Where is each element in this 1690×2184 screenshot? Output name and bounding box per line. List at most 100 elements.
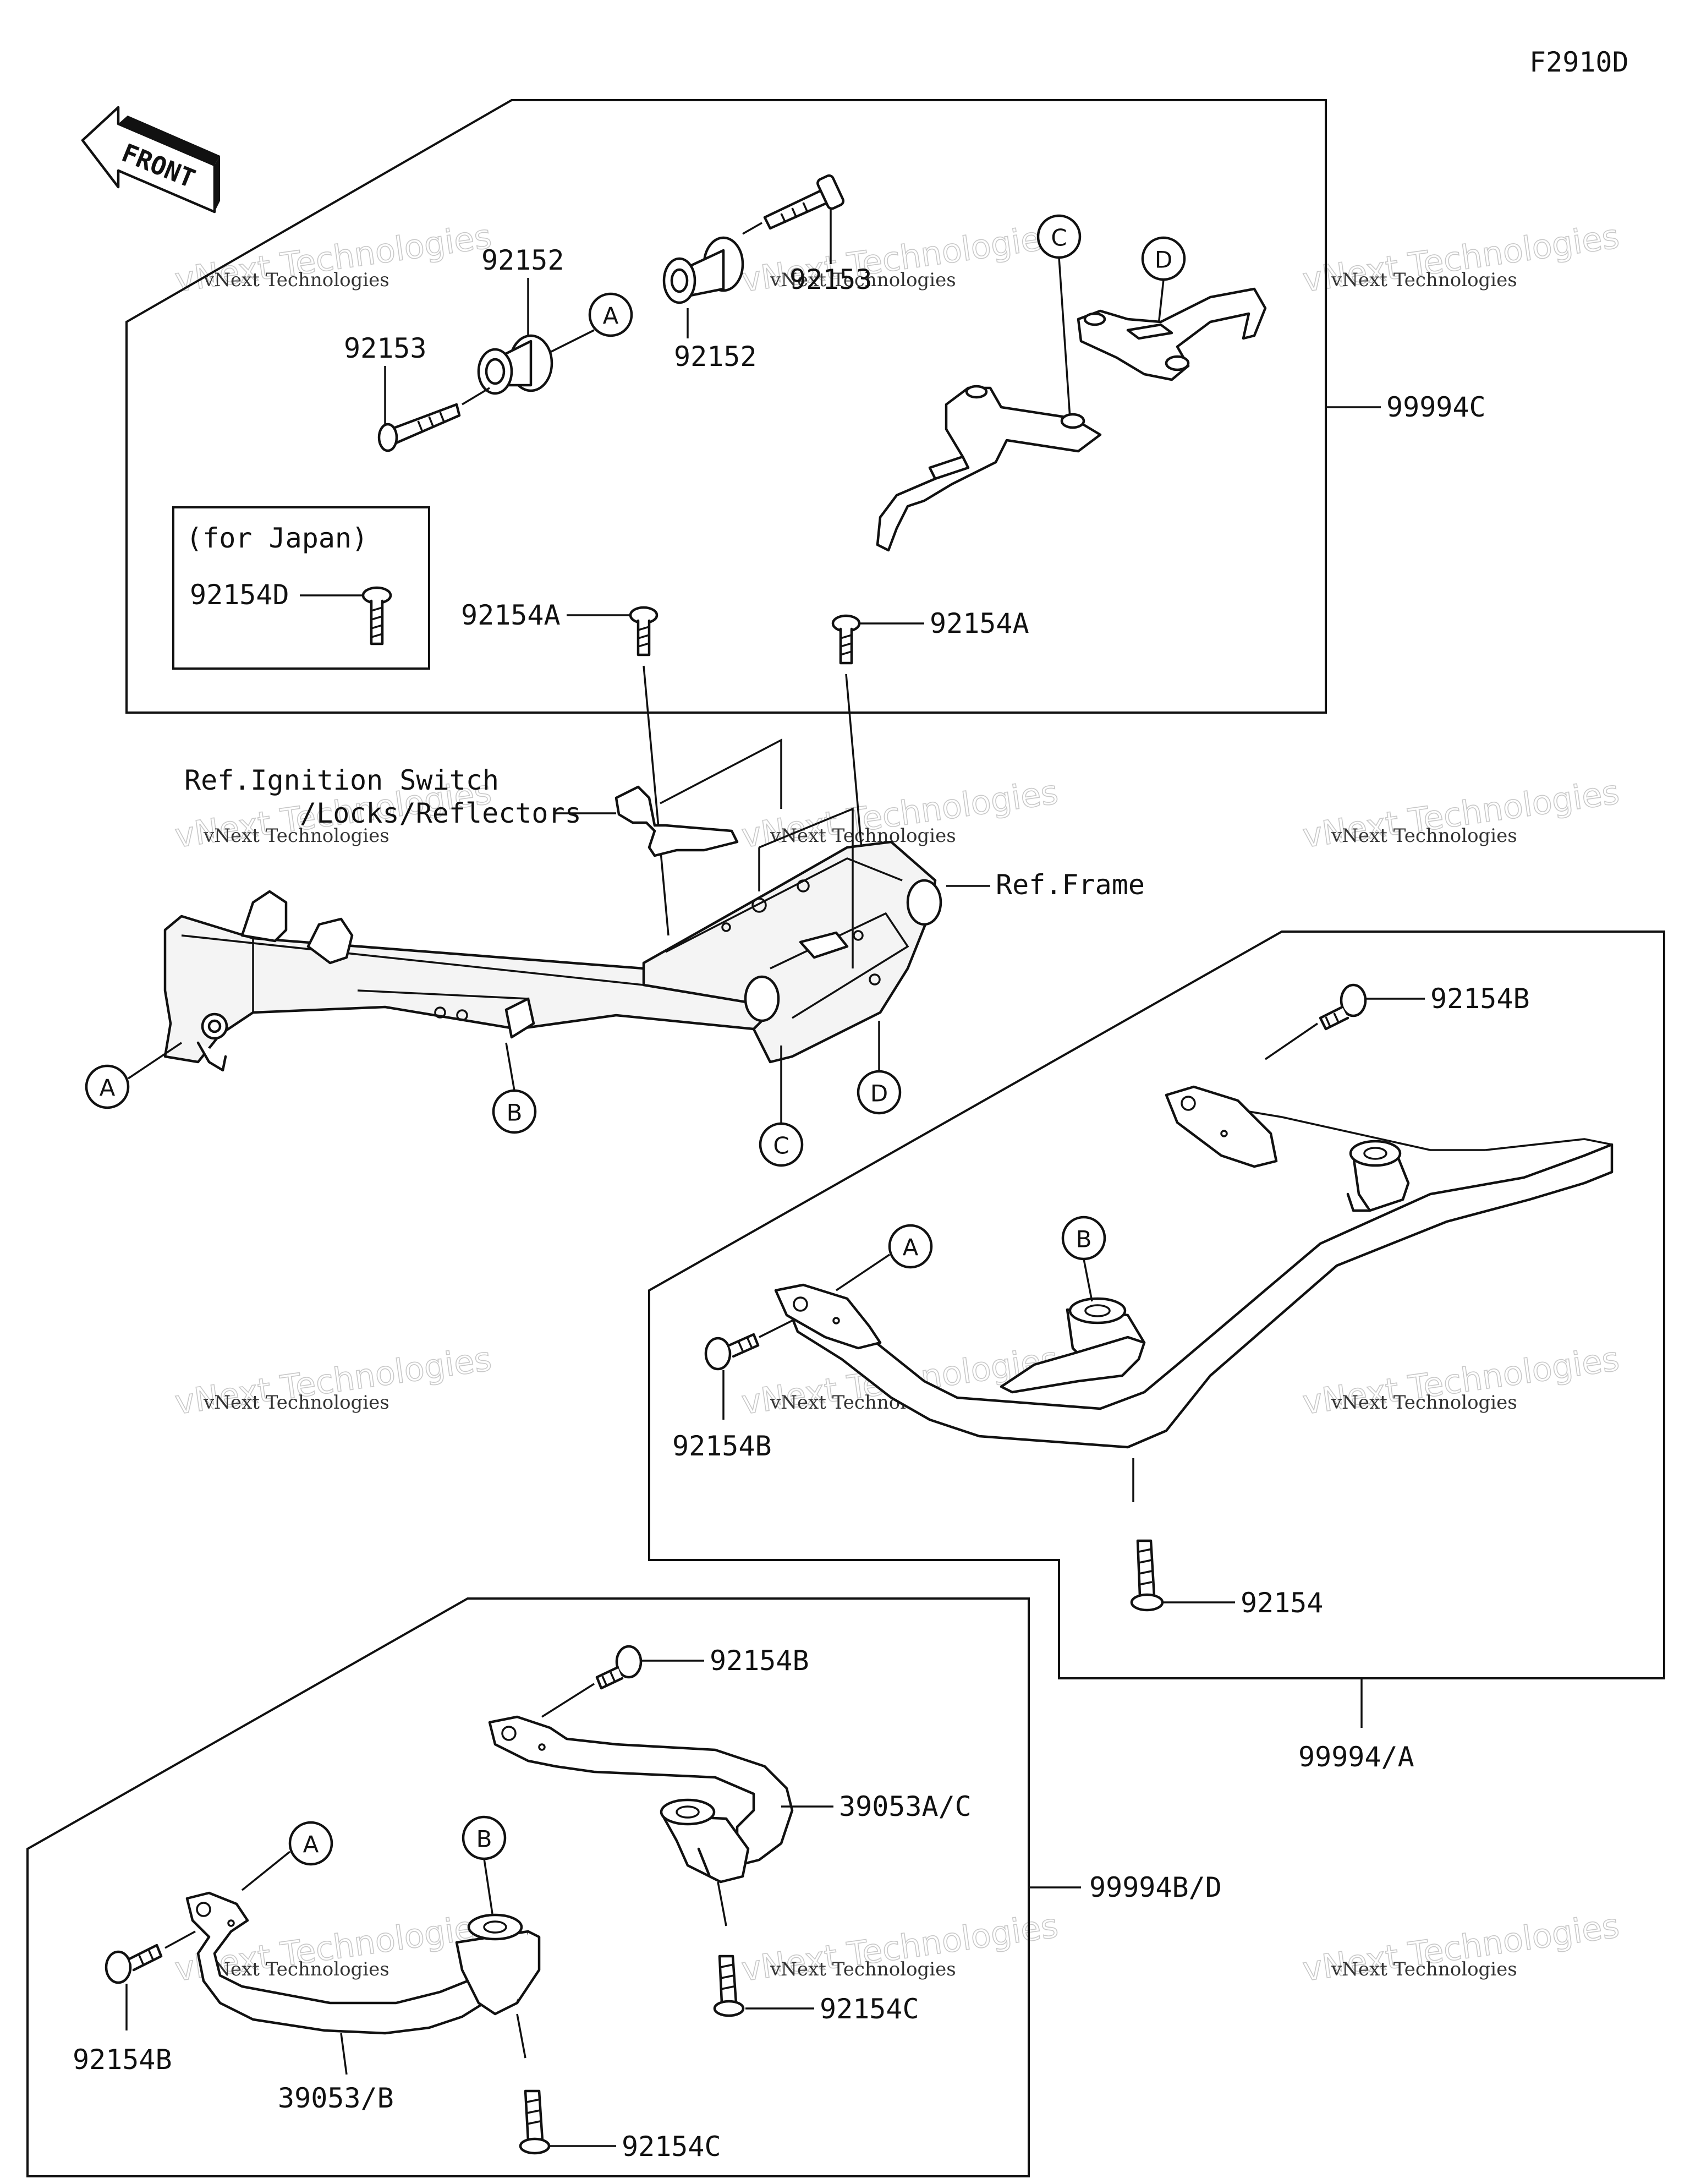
svg-text:vNext Technologies: vNext Technologies [203,825,389,847]
part-label-92152-left: 92152 [481,244,564,276]
bolt-92154-icon [1130,1539,1164,1612]
callout-a-bottom: A [288,1821,333,1866]
svg-text:D: D [870,1080,888,1107]
japan-box-title: (for Japan) [186,522,368,554]
kit-99994c-outline [125,99,1327,714]
callout-b-frame: B [492,1089,537,1134]
bolt-92153-left-icon [377,403,461,452]
watermark: vNext Technologies vNext Technologies [1300,1906,1622,1990]
part-label-92154d: 92154D [190,579,289,611]
screw-92154d-icon [361,586,392,645]
callout-c-top: C [1036,214,1082,259]
callout-d-top: D [1141,236,1186,281]
japan-variant-box [172,506,430,670]
ref-ignition-line2: /Locks/Reflectors [300,797,581,829]
leader-bolt-b-top [1265,1022,1318,1060]
screw-92154a-right-icon [831,614,861,665]
leader-bolt-mid [742,222,762,235]
watermark: vNext Technologies vNext Technologies [172,217,494,300]
svg-text:vNext Technologies: vNext Technologies [203,1958,389,1980]
svg-text:vNext Technologies: vNext Technologies [770,1958,956,1980]
watermark: vNext Technologies vNext Technologies [739,773,1061,856]
watermark: vNext Technologies vNext Technologies [739,217,1061,300]
svg-text:A: A [903,1234,919,1261]
svg-text:C: C [1051,225,1067,251]
part-label-92154b-top: 92154B [1430,983,1530,1015]
callout-c-frame: C [759,1122,804,1167]
guard-bar-39053ac-icon [488,1715,794,1884]
grommet-92152-left-icon [477,334,553,395]
callout-b-mid: B [1061,1216,1106,1261]
leader-39053b [340,2033,348,2075]
svg-text:vNext Technologies: vNext Technologies [770,269,956,291]
part-label-99994a: 99994/A [1298,1741,1414,1773]
bolt-92154b-top-icon [1319,983,1367,1031]
watermark: vNext Technologies vNext Technologies [172,1339,494,1423]
guard-bar-39053b-icon [185,1891,541,2035]
bolt-92153-mid-icon [763,174,845,230]
assembly-line-92154c-bottom [516,2013,526,2059]
sub-frame-icon [163,738,942,1072]
svg-text:vNext Technologies: vNext Technologies [770,825,956,847]
assembly-line-92154a-left [643,665,670,936]
part-label-92154a-left: 92154A [461,599,561,631]
front-arrow-icon: FRONT [81,106,220,214]
svg-text:C: C [773,1132,789,1159]
leader-callout-a-top [550,329,595,353]
leader-callout-a-bottom [241,1851,291,1891]
part-label-92154a-right: 92154A [930,607,1029,639]
leader-callout-b-bottom [483,1858,493,1914]
leader-callout-c-top [1058,257,1071,419]
bolt-92154b-left-icon [704,1333,760,1371]
ref-frame-label: Ref.Frame [996,869,1145,901]
ref-ignition-line1: Ref.Ignition Switch [184,764,499,796]
assembly-line-92154c-right [717,1881,727,1926]
bracket-d-icon [1077,287,1267,381]
leader-callout-b-frame [505,1042,515,1091]
part-label-92154b-bottom-left: 92154B [73,2044,172,2076]
part-label-92154b-bottom: 92154B [710,1645,809,1677]
bolt-92154c-bottom-icon [519,2089,551,2155]
bolt-92154b-bottom-icon [595,1645,643,1690]
part-label-92152-mid: 92152 [674,341,757,373]
watermark: vNext Technologies vNext Technologies [1300,1339,1622,1423]
part-label-92153-left: 92153 [344,332,427,364]
svg-text:A: A [100,1075,116,1102]
leader-bolt-b-left [759,1320,793,1338]
watermark: vNext Technologies vNext Technologies [739,1906,1061,1990]
svg-text:vNext Technologies: vNext Technologies [1331,269,1517,291]
bolt-92154c-right-icon [713,1955,745,2017]
part-label-39053b: 39053/B [278,2082,394,2114]
svg-text:B: B [507,1099,523,1126]
leader-callout-a-mid [836,1254,890,1291]
part-label-39053ac: 39053A/C [839,1791,972,1822]
guard-bar-99994a-icon [774,1085,1614,1449]
part-label-92154c-right: 92154C [820,1993,919,2025]
callout-a-frame: A [85,1064,130,1109]
callout-b-bottom: B [462,1815,507,1860]
svg-text:vNext Technologies: vNext Technologies [1331,825,1517,847]
watermark: vNext Technologies vNext Technologies [1300,773,1622,856]
leader-callout-a-frame [128,1042,182,1080]
part-label-92153-mid: 92153 [789,264,873,295]
leader-bolt-left [462,387,490,406]
svg-text:B: B [1076,1226,1092,1253]
part-label-99994c: 99994C [1386,391,1486,423]
callout-a-top: A [588,292,633,337]
part-label-99994bd: 99994B/D [1089,1871,1222,1903]
svg-text:vNext Technologies: vNext Technologies [1331,1958,1517,1980]
leader-bolt-b-bottom [541,1683,595,1718]
svg-text:B: B [476,1826,492,1853]
callout-a-mid: A [888,1224,933,1269]
callout-d-frame: D [857,1070,902,1115]
leader-bolt-b-bottom-left [164,1930,196,1949]
kit-99994bd-outline [26,1597,1030,2177]
part-label-92154c-bottom: 92154C [622,2131,721,2163]
part-label-92154: 92154 [1241,1587,1324,1619]
leader-callout-b-mid [1083,1258,1093,1302]
svg-text:vNext Technologies: vNext Technologies [203,1392,389,1414]
bolt-92154b-bottom-left-icon [105,1944,163,1984]
svg-text:D: D [1155,247,1172,273]
svg-text:vNext Technologies: vNext Technologies [203,269,389,291]
